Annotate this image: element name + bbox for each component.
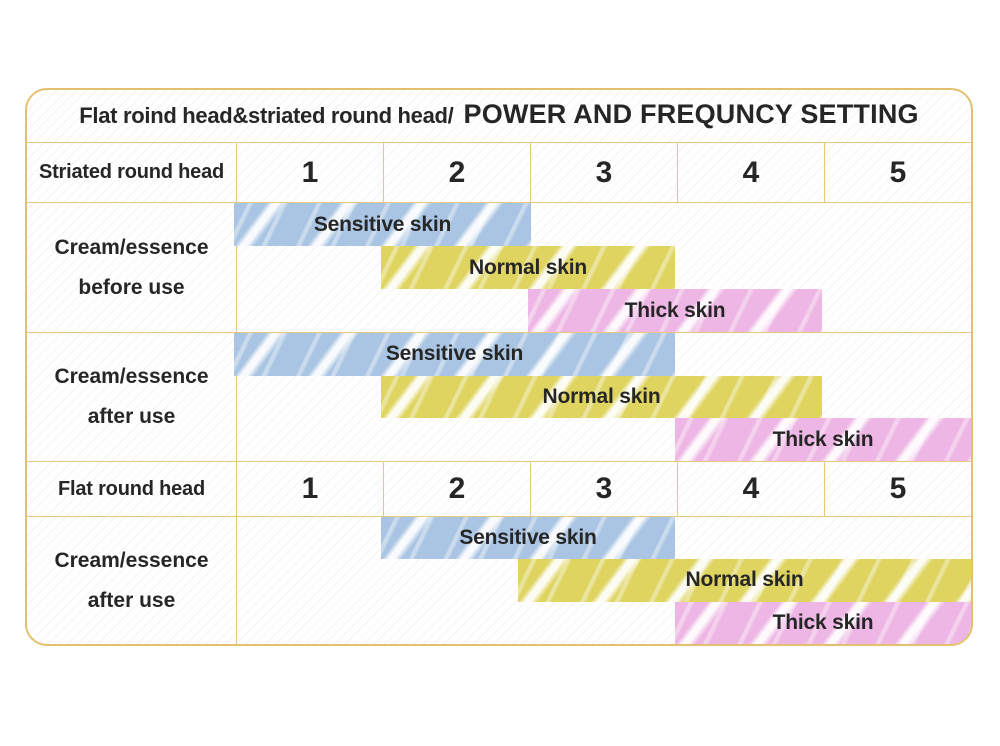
power-frequency-setting-chart: Flat roind head&striated round head/ POW… (25, 88, 973, 646)
row-label-line1: Cream/essence (54, 548, 209, 572)
flat-after-use-bars: Sensitive skin Normal skin Thick skin (237, 517, 971, 644)
title-row: Flat roind head&striated round head/ POW… (27, 90, 971, 143)
bar-label: Normal skin (542, 385, 661, 408)
level-5-cell: 5 (889, 472, 907, 505)
bar-row: Normal skin (237, 559, 971, 602)
bar-label: Normal skin (685, 568, 804, 592)
bar-label: Normal skin (468, 255, 587, 279)
sensitive-skin-bar: Sensitive skin (381, 517, 675, 560)
normal-skin-bar: Normal skin (381, 246, 675, 289)
striated-round-head-label: Striated round head (27, 143, 237, 202)
thick-skin-bar: Thick skin (528, 289, 822, 332)
row-label-line1: Cream/essence (54, 365, 209, 388)
bar-row: Sensitive skin (237, 517, 971, 560)
level-2-cell: 2 (384, 143, 531, 202)
bar-label: Sensitive skin (459, 526, 597, 550)
level-1-cell: 1 (237, 462, 384, 516)
thick-skin-bar: Thick skin (675, 601, 971, 644)
row-label-line2: after use (87, 588, 176, 612)
row-label-line2: before use (78, 275, 185, 299)
bar-row: Normal skin (237, 375, 971, 419)
striated-before-use-bars: Sensitive skin Normal skin Thick skin (234, 203, 971, 332)
flat-after-use-section: Cream/essence after use Sensitive skin N… (27, 517, 971, 644)
level-1-cell: 1 (237, 143, 384, 202)
row-label-line2: after use (87, 405, 176, 428)
striated-after-use-bars: Sensitive skin Normal skin Thick skin (234, 333, 971, 462)
striated-head-header-row: Striated round head 1 2 3 4 5 (27, 143, 971, 203)
after-use-row-label: Cream/essence after use (27, 333, 237, 461)
bar-label: Thick skin (772, 427, 874, 451)
striated-after-use-section: Cream/essence after use Sensitive skin N… (27, 333, 971, 462)
level-3-cell: 3 (531, 462, 678, 516)
bar-label: Sensitive skin (313, 212, 452, 236)
bar-label: Sensitive skin (385, 342, 524, 366)
sensitive-skin-bar: Sensitive skin (234, 333, 675, 376)
sensitive-skin-bar: Sensitive skin (234, 203, 531, 246)
bar-row: Sensitive skin (234, 203, 971, 246)
title-main: POWER AND FREQUNCY SETTING (463, 99, 919, 129)
bar-row: Thick skin (237, 418, 971, 462)
striated-before-use-section: Cream/essence before use Sensitive skin … (27, 203, 971, 333)
flat-head-header-row: Flat round head 1 2 3 4 5 (27, 462, 971, 517)
level-4-cell: 4 (678, 143, 825, 202)
before-use-row-label: Cream/essence before use (27, 203, 237, 332)
flat-round-head-label: Flat round head (27, 462, 237, 516)
level-2-cell: 2 (384, 462, 531, 516)
after-use-row-label: Cream/essence after use (27, 517, 237, 644)
bar-row: Thick skin (237, 601, 971, 644)
level-3-cell: 3 (531, 143, 678, 202)
level-4-cell: 4 (678, 462, 825, 516)
thick-skin-bar: Thick skin (675, 418, 971, 462)
bar-row: Normal skin (237, 246, 971, 289)
bar-row: Sensitive skin (234, 333, 971, 376)
row-label-line1: Cream/essence (54, 235, 209, 259)
normal-skin-bar: Normal skin (518, 559, 971, 602)
bar-label: Thick skin (624, 298, 726, 322)
level-5-cell: 5 (889, 155, 907, 189)
title-head-names: Flat roind head&striated round head/ (79, 103, 454, 128)
bar-label: Thick skin (772, 610, 874, 634)
bar-row: Thick skin (237, 289, 971, 332)
normal-skin-bar: Normal skin (381, 375, 822, 419)
